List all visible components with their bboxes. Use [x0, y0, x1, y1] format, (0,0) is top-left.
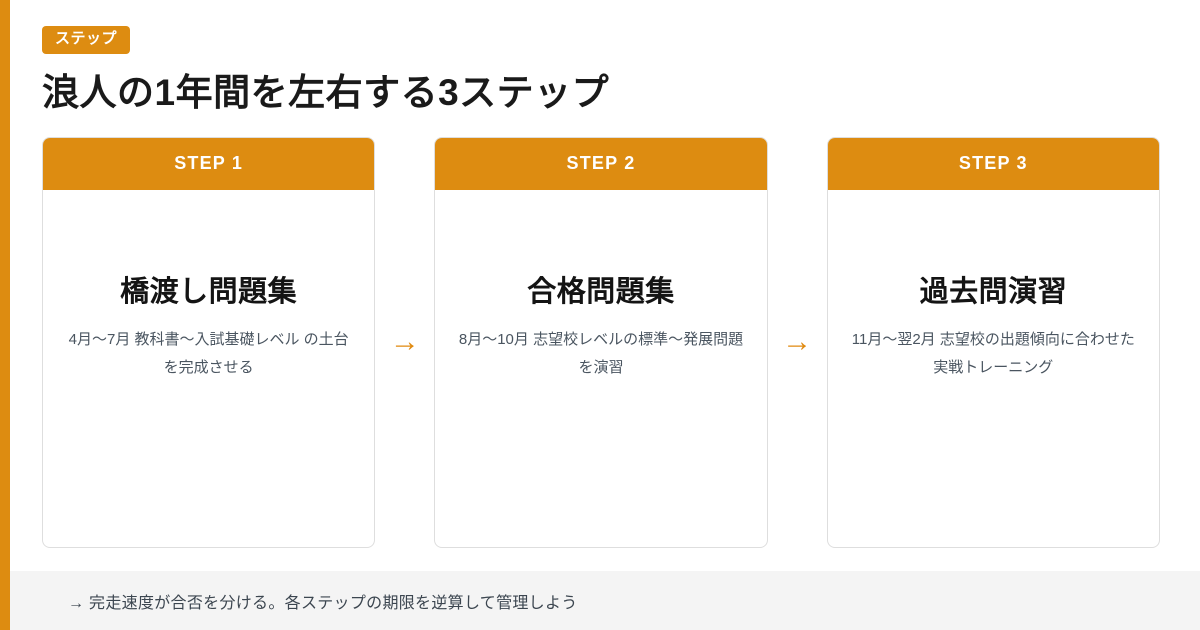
step-card-3-description: 11月〜翌2月 志望校の出題傾向に合わせた実戦トレーニング [851, 330, 1135, 376]
step-card-2[interactable]: STEP 2 合格問題集 8月〜10月 志望校レベルの標準〜発展問題を演習 [434, 136, 768, 548]
arrow-right-icon-1: → [389, 325, 420, 359]
steps-row: STEP 1 橋渡し問題集 4月〜7月 教科書〜入試基礎レベル の土台を完成させ… [42, 136, 1160, 548]
arrow-right-icon-2: → [782, 325, 813, 359]
step-card-1-description: 4月〜7月 教科書〜入試基礎レベル の土台を完成させる [68, 330, 349, 376]
slide-content: ステップ 浪人の1年間を左右する3ステップ STEP 1 橋渡し問題集 4月〜7… [42, 26, 1160, 548]
step-card-2-description: 8月〜10月 志望校レベルの標準〜発展問題を演習 [458, 330, 744, 376]
step-card-1-title: 橋渡し問題集 [120, 275, 298, 308]
footer-note-bar: → 完走速度が合否を分ける。各ステップの期限を逆算して管理しよう [0, 571, 1200, 630]
section-badge: ステップ [42, 26, 131, 54]
step-card-3-header: STEP 3 [827, 137, 1159, 190]
step-card-2-body: 合格問題集 8月〜10月 志望校レベルの標準〜発展問題を演習 [435, 190, 766, 547]
step-card-1-body: 橋渡し問題集 4月〜7月 教科書〜入試基礎レベル の土台を完成させる [43, 190, 374, 547]
left-accent-bar [0, 0, 10, 630]
step-card-3-title: 過去問演習 [919, 275, 1068, 308]
step-card-1-header: STEP 1 [43, 137, 375, 190]
step-card-2-header: STEP 2 [435, 137, 767, 190]
step-card-1[interactable]: STEP 1 橋渡し問題集 4月〜7月 教科書〜入試基礎レベル の土台を完成させ… [42, 136, 376, 548]
page-title: 浪人の1年間を左右する3ステップ [42, 71, 610, 113]
footer-note-text: → 完走速度が合否を分ける。各ステップの期限を逆算して管理しよう [68, 594, 578, 612]
step-card-3-body: 過去問演習 11月〜翌2月 志望校の出題傾向に合わせた実戦トレーニング [828, 190, 1159, 547]
step-card-3[interactable]: STEP 3 過去問演習 11月〜翌2月 志望校の出題傾向に合わせた実戦トレーニ… [826, 136, 1160, 548]
step-card-2-title: 合格問題集 [527, 275, 675, 308]
